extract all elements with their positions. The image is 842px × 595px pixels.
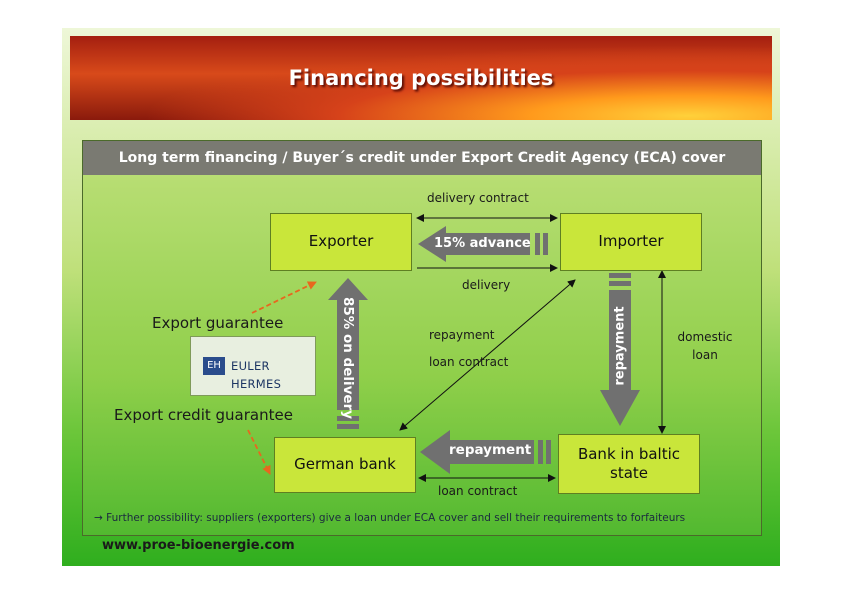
repayment-horizontal-label: repayment [449,442,532,458]
domestic-loan-label: domestic loan [677,330,733,362]
repayment-vertical-big-arrow [600,273,640,426]
importer-node: Importer [560,213,702,271]
repayment-diagonal-label: repayment [429,328,495,342]
on-delivery-label: 85% on delivery [340,296,356,420]
arrows-layer [247,214,666,482]
panel-header: Long term financing / Buyer´s credit und… [83,141,761,175]
exporter-node: Exporter [270,213,412,271]
website-url: www.proe-bioenergie.com [102,538,295,553]
loan-contract-bottom-label: loan contract [438,484,518,498]
advance-big-arrow [418,226,548,262]
footer-note: → Further possibility: suppliers (export… [94,512,686,524]
on-delivery-big-arrow [328,278,368,429]
delivery-label: delivery [462,278,511,292]
export-guarantee-label: Export guarantee [152,314,284,332]
title-banner: Financing possibilities [70,36,772,120]
advance-label: 15% advance [434,236,531,251]
repayment-horizontal-big-arrow [420,430,551,474]
loan-contract-diagonal-label: loan contract [429,355,509,369]
loan-contract-diagonal-arrow [399,279,576,431]
export-credit-guarantee-arrow [247,429,271,475]
logo-mark: EH [203,357,225,375]
euler-hermes-logo: EH EULER HERMES [190,336,316,396]
delivery-contract-label: delivery contract [427,191,529,205]
export-credit-guarantee-label: Export credit guarantee [114,406,293,424]
repayment-vertical-label: repayment [612,306,628,386]
slide-title: Financing possibilities [288,66,554,90]
baltic-bank-node: Bank in baltic state [558,434,700,494]
slide: Financing possibilities Long term financ… [62,28,780,566]
export-guarantee-arrow [251,281,317,314]
german-bank-node: German bank [274,437,416,493]
logo-name: EULER HERMES [231,359,282,391]
